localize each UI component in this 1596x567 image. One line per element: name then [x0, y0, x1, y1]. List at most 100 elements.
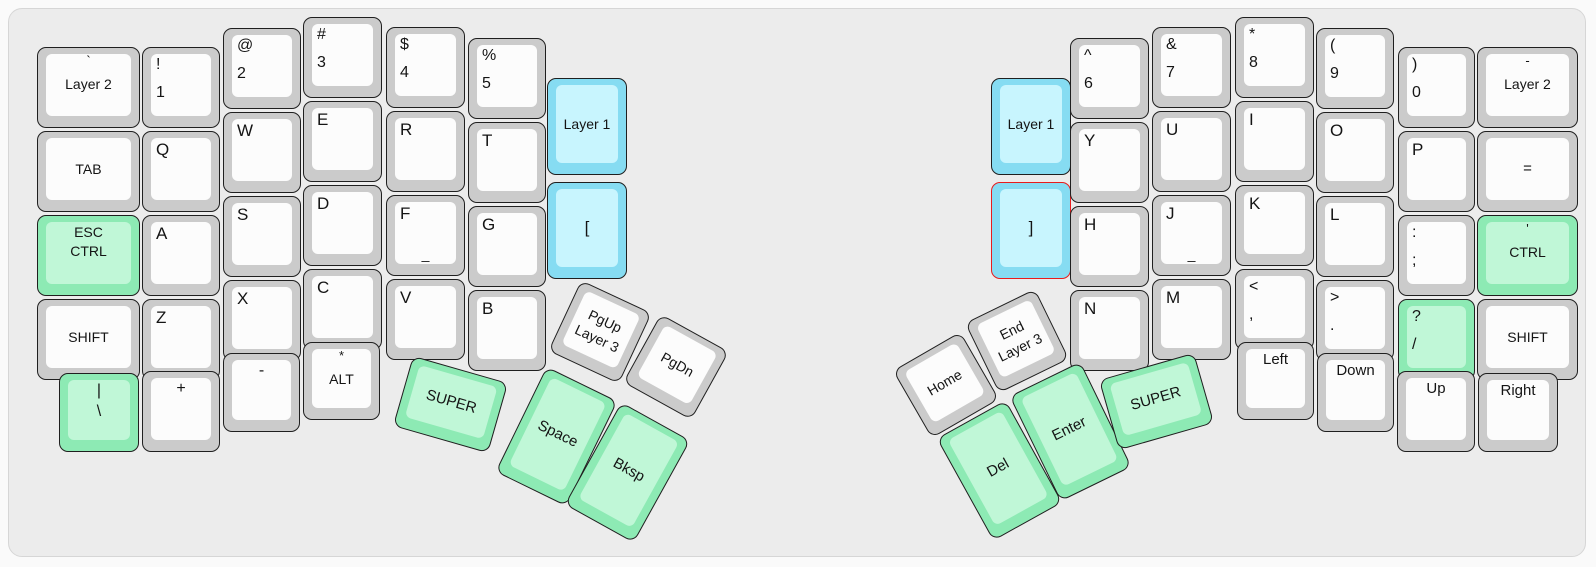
key-star-8[interactable]: *8 [1235, 17, 1314, 98]
key-legend-line: O [1330, 121, 1344, 140]
key-l[interactable]: L [1316, 196, 1394, 277]
key-i[interactable]: I [1235, 101, 1314, 182]
key-legend-line: * [338, 348, 345, 363]
key-v[interactable]: V [386, 279, 465, 360]
key-minus-layer2[interactable]: -Layer 2 [1477, 47, 1578, 128]
key-up[interactable]: Up [1397, 371, 1475, 452]
keycap-top [1161, 202, 1222, 264]
key-rparen-0[interactable]: )0 [1398, 47, 1475, 128]
key-legend-line: $ [400, 36, 409, 53]
key-down[interactable]: Down [1317, 353, 1394, 432]
key-pipe-backslash[interactable]: |\ [59, 373, 139, 452]
key-w[interactable]: W [223, 112, 301, 193]
key-plus[interactable]: + [142, 371, 220, 452]
key-layer1-right[interactable]: Layer 1 [991, 78, 1071, 175]
key-layer1-left[interactable]: Layer 1 [547, 78, 627, 175]
key-legend: + [151, 378, 211, 440]
key-gt-period[interactable]: >. [1316, 280, 1394, 361]
key-rbracket[interactable]: ] [991, 182, 1071, 279]
key-grave-layer2[interactable]: `Layer 2 [37, 47, 140, 128]
key-excl-1[interactable]: !1 [142, 47, 220, 128]
key-caret-6[interactable]: ^6 [1070, 38, 1149, 119]
key-legend-line: L [1330, 205, 1340, 224]
key-legend-line: ' [1526, 221, 1529, 236]
key-o[interactable]: O [1316, 112, 1394, 193]
key-f[interactable]: F_ [386, 195, 465, 276]
key-amp-7[interactable]: &7 [1152, 27, 1231, 108]
key-legend-line: Layer 1 [1007, 115, 1055, 132]
key-lt-comma[interactable]: <, [1235, 269, 1314, 350]
key-legend: (9 [1325, 35, 1385, 97]
key-equals[interactable]: = [1477, 131, 1578, 212]
key-legend: E [312, 108, 373, 170]
key-colon-semicolon[interactable]: :; [1398, 215, 1475, 296]
key-lparen-9[interactable]: (9 [1316, 28, 1394, 109]
key-r[interactable]: R [386, 111, 465, 192]
keycap-top [312, 349, 371, 408]
key-legend-line: Layer 1 [563, 115, 611, 132]
key-legend: @2 [232, 35, 292, 97]
key-p[interactable]: P [1398, 131, 1475, 212]
key-z[interactable]: Z [142, 299, 220, 380]
key-c[interactable]: C [303, 269, 382, 350]
key-shift-left[interactable]: SHIFT [37, 299, 140, 380]
key-legend-line: Bksp [609, 454, 647, 486]
key-legend: S [232, 203, 292, 265]
key-s[interactable]: S [223, 196, 301, 277]
key-legend-line: Enter [1049, 413, 1089, 445]
key-right[interactable]: Right [1478, 373, 1558, 452]
key-legend: SHIFT [1486, 306, 1569, 368]
key-question-slash[interactable]: ?/ [1398, 299, 1475, 380]
key-legend: !1 [151, 54, 211, 116]
key-legend-line: R [400, 120, 413, 139]
key-legend-line: Z [156, 308, 167, 327]
key-star-alt[interactable]: *ALT [303, 342, 380, 420]
key-e[interactable]: E [303, 101, 382, 182]
key-percent-5[interactable]: %5 [468, 38, 546, 119]
key-lbracket[interactable]: [ [547, 182, 627, 279]
key-n[interactable]: N [1070, 290, 1149, 371]
key-legend-line: S [237, 205, 249, 224]
keycap-top [312, 276, 373, 338]
key-legend-line: ( [1330, 37, 1336, 54]
key-legend-line: K [1249, 194, 1261, 213]
key-a[interactable]: A [142, 215, 220, 296]
key-left[interactable]: Left [1237, 342, 1314, 420]
key-h[interactable]: H [1070, 206, 1149, 287]
key-shift-right[interactable]: SHIFT [1477, 299, 1578, 380]
key-minus[interactable]: - [223, 353, 300, 432]
key-tab[interactable]: TAB [37, 131, 140, 212]
key-legend: K [1244, 192, 1305, 254]
key-legend: :; [1407, 222, 1466, 284]
key-b[interactable]: B [468, 290, 546, 371]
key-k[interactable]: K [1235, 185, 1314, 266]
keycap-top [1244, 276, 1305, 338]
key-quote-ctrl[interactable]: 'CTRL [1477, 215, 1578, 296]
key-x[interactable]: X [223, 280, 301, 361]
key-legend-line: = [1523, 160, 1532, 178]
key-legend-line: < [1249, 278, 1259, 295]
key-legend-line: SUPER [1128, 383, 1183, 414]
key-u[interactable]: U [1152, 111, 1231, 192]
key-t[interactable]: T [468, 122, 546, 203]
key-y[interactable]: Y [1070, 122, 1149, 203]
key-d[interactable]: D [303, 185, 382, 266]
key-j[interactable]: J_ [1152, 195, 1231, 276]
key-m[interactable]: M [1152, 279, 1231, 360]
key-at-2[interactable]: @2 [223, 28, 301, 109]
key-q[interactable]: Q [142, 131, 220, 212]
key-legend: Right [1487, 380, 1549, 440]
key-legend: SHIFT [46, 306, 131, 368]
key-dollar-4[interactable]: $4 [386, 27, 465, 108]
keycap-top [151, 222, 211, 284]
keycap-top [1000, 85, 1062, 163]
key-g[interactable]: G [468, 206, 546, 287]
keycap-top [1407, 138, 1466, 200]
key-legend-line: 3 [317, 54, 326, 72]
key-legend: 'CTRL [1486, 222, 1569, 284]
keycap-top [232, 35, 292, 97]
key-hash-3[interactable]: #3 [303, 17, 382, 98]
keycap-top [1161, 34, 1222, 96]
